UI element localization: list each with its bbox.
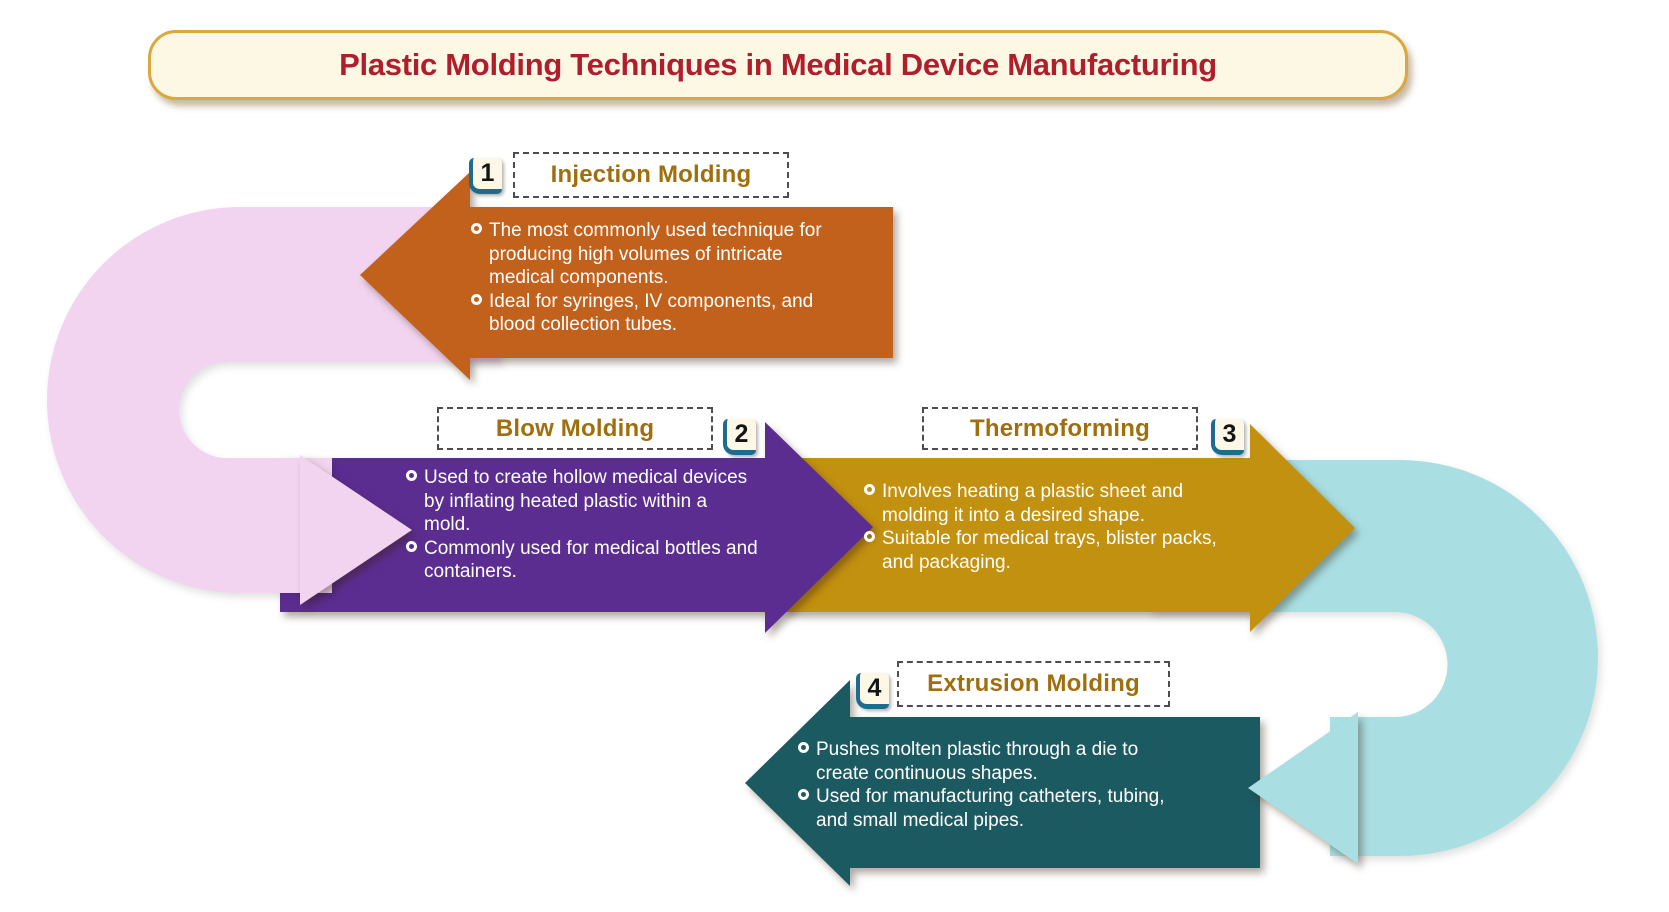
bullet-text: Ideal for syringes, IV components, and b… — [489, 290, 814, 336]
bullet-text: Involves heating a plastic sheet and mol… — [882, 481, 1184, 526]
step-1-heading-box: Injection Molding — [513, 152, 789, 198]
title-banner: Plastic Molding Techniques in Medical De… — [148, 30, 1408, 100]
step-3-description: Involves heating a plastic sheet and mol… — [864, 480, 1234, 574]
blow-molding-arrow-shape — [280, 422, 873, 633]
step-4-title: Extrusion Molding — [927, 670, 1140, 697]
step-4-number: 4 — [867, 674, 882, 702]
bullet-text: Used to create hollow medical devices by… — [424, 467, 748, 535]
step-3-number: 3 — [1222, 420, 1237, 448]
circle-bullet-icon — [471, 293, 482, 305]
thermoforming-arrow-shape — [783, 424, 1355, 632]
bullet-text: Used for manufacturing catheters, tubing… — [816, 786, 1165, 831]
step-2-badge: 2 — [723, 419, 756, 455]
circle-bullet-icon — [798, 789, 809, 800]
injection-arrow-shape — [360, 172, 893, 380]
step-4-description: Pushes molten plastic through a die to c… — [798, 738, 1190, 832]
step-2-description: Used to create hollow medical devices by… — [406, 466, 758, 584]
circle-bullet-icon — [798, 742, 809, 753]
left-loop-connector — [47, 207, 500, 593]
left-loop-arrowhead — [300, 455, 412, 605]
step-4-badge: 4 — [856, 673, 889, 709]
circle-bullet-icon — [864, 484, 875, 495]
step-1-number: 1 — [480, 159, 495, 187]
circle-bullet-icon — [864, 531, 875, 542]
step-4-heading-box: Extrusion Molding — [897, 661, 1170, 707]
step-3-title: Thermoforming — [970, 414, 1150, 442]
right-loop-arrowhead — [1248, 712, 1358, 864]
list-item: Involves heating a plastic sheet and mol… — [864, 480, 1234, 527]
step-1-description: The most commonly used technique for pro… — [471, 219, 849, 337]
list-item: Suitable for medical trays, blister pack… — [864, 527, 1234, 574]
list-item: The most commonly used technique for pro… — [471, 219, 849, 290]
bullet-text: Pushes molten plastic through a die to c… — [816, 739, 1139, 784]
circle-bullet-icon — [471, 223, 482, 234]
list-item: Commonly used for medical bottles and co… — [406, 537, 758, 584]
step-3-badge: 3 — [1211, 419, 1244, 455]
circle-bullet-icon — [406, 540, 417, 552]
bullet-text: The most commonly used technique for pro… — [489, 220, 822, 288]
step-2-heading-box: Blow Molding — [437, 407, 713, 450]
list-item: Used for manufacturing catheters, tubing… — [798, 785, 1190, 832]
step-2-title: Blow Molding — [495, 414, 655, 442]
list-item: Ideal for syringes, IV components, and b… — [471, 290, 849, 337]
bullet-text: Commonly used for medical bottles and co… — [424, 537, 758, 583]
page-title: Plastic Molding Techniques in Medical De… — [339, 47, 1217, 82]
list-item: Used to create hollow medical devices by… — [406, 466, 758, 537]
circle-bullet-icon — [406, 470, 417, 481]
bullet-text: Suitable for medical trays, blister pack… — [882, 528, 1217, 573]
step-2-number: 2 — [734, 420, 749, 448]
step-1-badge: 1 — [469, 158, 502, 194]
step-1-title: Injection Molding — [550, 161, 752, 188]
list-item: Pushes molten plastic through a die to c… — [798, 738, 1190, 785]
extrusion-arrow-shape — [745, 680, 1260, 886]
step-3-heading-box: Thermoforming — [922, 407, 1198, 450]
